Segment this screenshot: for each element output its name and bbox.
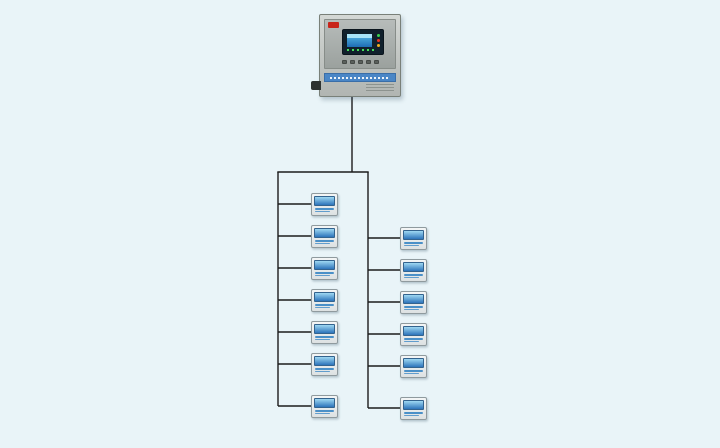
panel-button [350,60,355,64]
detector-label-line [315,410,334,412]
model-label-strip [324,73,396,82]
detector-label-line [315,208,334,210]
detector-label-line [315,243,330,244]
detector-label-line [404,306,423,308]
detector-label-line [404,341,419,342]
gas-detector-module [311,257,338,280]
detector-label-line [315,339,330,340]
detector-label-line [315,371,330,372]
detector-label-line [315,368,334,370]
led-red-icon [377,39,380,42]
vent-grille-icon [366,83,394,91]
panel-buttons [342,60,379,64]
side-horn-icon [311,81,321,90]
controller-front-panel [324,19,396,69]
detector-label-line [404,415,419,416]
detector-label-line [404,412,423,414]
detector-label-line [315,272,334,274]
detector-screen [403,294,424,304]
detector-label-line [315,275,330,276]
display-indicator-dots [347,49,377,51]
gas-detector-module [311,225,338,248]
detector-label-line [404,277,419,278]
gas-detector-module [311,353,338,376]
detector-screen [403,262,424,272]
detector-screen [314,324,335,334]
detector-screen [403,326,424,336]
gas-detector-module [400,259,427,282]
gas-detector-module [400,323,427,346]
detector-label-line [315,211,330,212]
led-green-icon [377,34,380,37]
detector-screen [314,292,335,302]
detector-screen [314,356,335,366]
gas-detector-module [311,395,338,418]
detector-label-line [404,274,423,276]
detector-label-line [315,336,334,338]
gas-detector-module [400,227,427,250]
detector-label-line [404,309,419,310]
detector-label-line [404,370,423,372]
led-amber-icon [377,44,380,47]
gas-detector-module [400,397,427,420]
detector-screen [314,398,335,408]
detector-screen [314,196,335,206]
detector-label-line [404,245,419,246]
lcd-screen [347,34,372,47]
panel-button [358,60,363,64]
panel-button [374,60,379,64]
detector-label-line [315,307,330,308]
detector-label-line [404,338,423,340]
lcd-highlight [347,34,372,38]
controller-display [342,29,384,55]
detector-screen [403,400,424,410]
label-text-marks [330,76,390,79]
gas-detector-module [311,289,338,312]
detector-label-line [315,304,334,306]
detector-label-line [404,242,423,244]
detector-label-line [315,240,334,242]
detector-screen [314,228,335,238]
gas-detector-module [400,355,427,378]
detector-screen [403,230,424,240]
panel-button [366,60,371,64]
detector-label-line [315,413,330,414]
detector-screen [403,358,424,368]
brand-logo-icon [328,22,339,28]
gas-detector-module [400,291,427,314]
gas-detector-module [311,193,338,216]
detector-screen [314,260,335,270]
gas-alarm-controller [311,14,401,97]
panel-button [342,60,347,64]
gas-detector-module [311,321,338,344]
detector-label-line [404,373,419,374]
status-leds [377,34,380,47]
